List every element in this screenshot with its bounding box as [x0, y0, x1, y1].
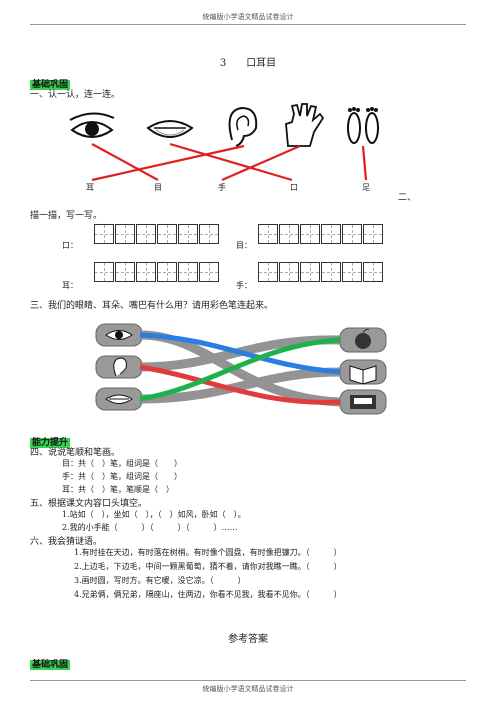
trace-grid-er[interactable] [94, 262, 220, 282]
trace-label-mu: 目： [236, 241, 252, 250]
section-basic-label: 基础巩固 [30, 80, 71, 90]
trace-grid-shou[interactable] [258, 262, 384, 282]
ear-icon [228, 106, 258, 147]
q6-line-3: 3.画时圆，写时方。有它暖，没它凉。（ ） [74, 576, 246, 585]
q5-line-1: 1.站如（ ），坐如（ ），（ ）如风，卧如（ ）。 [62, 510, 246, 519]
question-5-label: 五、根据课文内容口头填空。 [30, 499, 148, 509]
mouth-icon [146, 120, 194, 138]
line-eye-book [139, 332, 341, 375]
trace-grid-mu[interactable] [258, 224, 384, 244]
hand-icon [285, 103, 325, 147]
section-basic-tag: 基础巩固 [30, 72, 71, 91]
ear-icon [113, 357, 127, 377]
word-zu: 足 [362, 183, 370, 192]
page-footer: 统编版小学语文精品试卷设计 [202, 685, 294, 693]
question-2-label: 描一描，写一写。 [30, 211, 103, 221]
question-3-label: 三、我们的眼睛、耳朵、嘴巴有什么用？请用彩色笔连起来。 [30, 301, 274, 311]
feet-icon [347, 107, 379, 144]
section-advanced-tag: 能力提升 [30, 430, 71, 449]
question-6-label: 六、我会猜谜语。 [30, 537, 103, 547]
q6-line-1: 1.有时挂在天边，有时落在树梢。有时像个圆盘，有时像把镰刀。（ ） [74, 548, 342, 557]
word-mu: 目 [154, 183, 162, 192]
trace-label-kou: 口： [62, 241, 78, 250]
answers-title: 参考答案 [228, 634, 268, 645]
mouth-icon [105, 394, 133, 404]
matching-words: 耳 目 手 口 足 [30, 182, 466, 194]
eye-icon [69, 112, 115, 138]
apple-icon [355, 328, 371, 349]
radio-icon [350, 395, 376, 409]
line-mouth-apple [139, 337, 341, 402]
book-icon [349, 365, 377, 385]
footer-divider [30, 680, 466, 681]
answer-lines [91, 142, 368, 182]
lesson-title: 3 口耳目 [0, 54, 496, 69]
question-4-label: 四、说说笔顺和笔画。 [30, 448, 121, 458]
question-1-label: 一、认一认，连一连。 [30, 90, 121, 100]
word-shou: 手 [218, 183, 226, 192]
lesson-name: 口耳目 [246, 58, 277, 69]
eye-icon [105, 330, 133, 340]
word-er: 耳 [86, 183, 94, 192]
line-ear-radio [139, 364, 341, 405]
matching-pictures [69, 103, 379, 182]
section-advanced-label: 能力提升 [30, 438, 71, 448]
question-2-number: 二、 [398, 193, 417, 203]
answers-basic-tag: 基础巩固 [30, 652, 71, 671]
trace-label-shou: 手： [236, 281, 252, 290]
q6-line-4: 4.兄弟俩，俩兄弟，隔座山，住两边，你看不见我，我看不见你。（ ） [74, 590, 342, 599]
page-header: 统编版小学语文精品试卷设计 [202, 13, 294, 21]
q4-line-3: 耳：共（ ）笔，笔顺是（ ） [62, 485, 174, 494]
trace-grid-kou[interactable] [94, 224, 220, 244]
q4-line-2: 手：共（ ）笔，组词是（ ） [62, 472, 182, 481]
q4-line-1: 目：共（ ）笔，组词是（ ） [62, 459, 182, 468]
trace-label-er: 耳： [62, 281, 78, 290]
header-divider [30, 24, 466, 25]
senses-matching-illustration [95, 323, 387, 415]
q6-line-2: 2.上边毛，下边毛，中间一颗黑葡萄，猜不着，请你对我瞧一瞧。（ ） [74, 562, 342, 571]
answers-basic-label: 基础巩固 [30, 660, 71, 670]
word-kou: 口 [290, 183, 298, 192]
q5-line-2: 2.我的小手能（ ）（ ）（ ）…… [62, 523, 238, 532]
lesson-number: 3 [219, 58, 227, 69]
